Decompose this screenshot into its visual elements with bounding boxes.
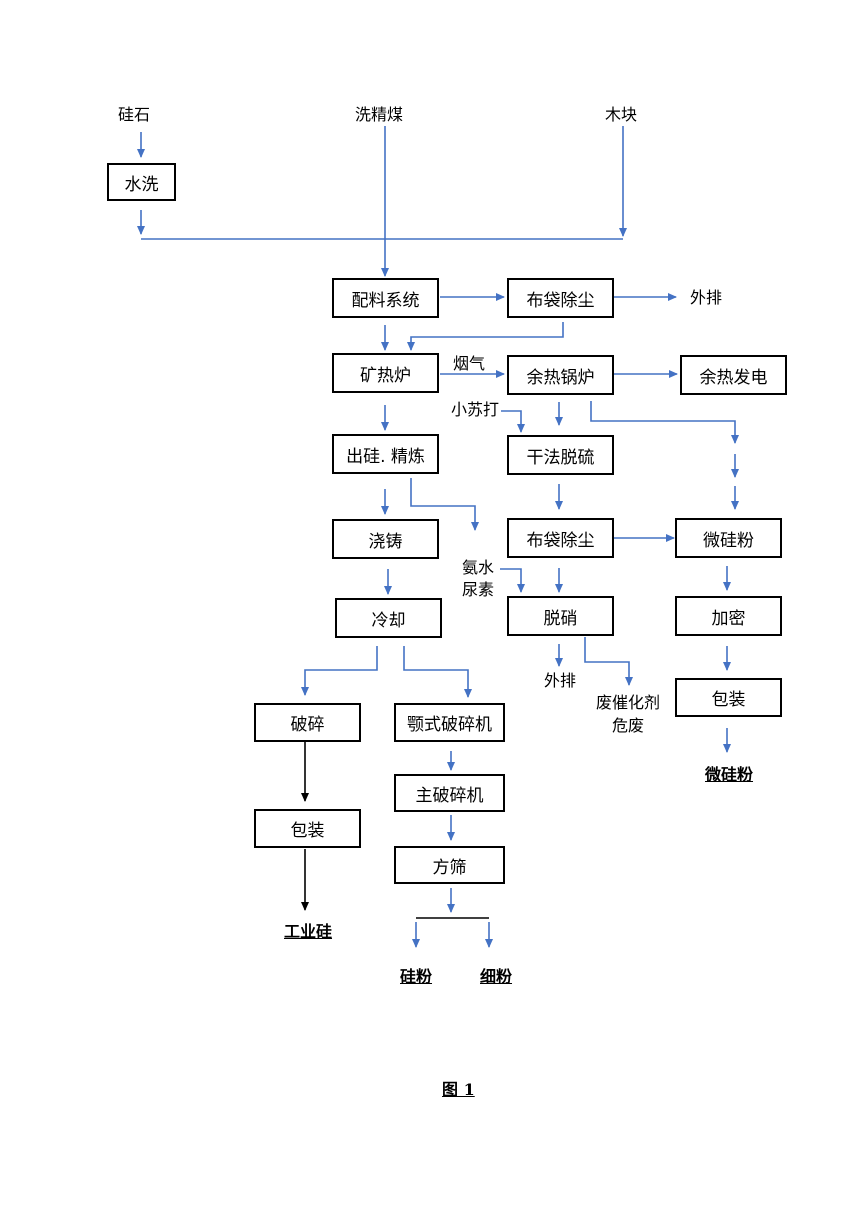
box-densify: 加密 — [675, 596, 782, 636]
output-industrial-silicon: 工业硅 — [284, 922, 333, 941]
box-desulf: 干法脱硫 — [507, 435, 614, 475]
box-boiler: 余热锅炉 — [507, 355, 614, 395]
input-wood: 木块 — [605, 105, 638, 124]
input-coal: 洗精煤 — [355, 105, 404, 124]
output-microsilica: 微硅粉 — [705, 765, 754, 784]
arrow-soda-desulf — [501, 410, 525, 433]
box-crushing: 破碎 — [254, 703, 361, 742]
label-exhaust-2: 外排 — [544, 671, 577, 690]
box-baghouse-1: 布袋除尘 — [507, 278, 614, 318]
box-wash: 水洗 — [107, 163, 176, 201]
box-cooling: 冷却 — [335, 598, 442, 638]
box-packing-microsilica: 包装 — [675, 678, 782, 717]
arrow-denitration-catalyst — [584, 637, 633, 686]
label-catalyst: 废催化剂 — [596, 693, 661, 712]
box-baghouse-2: 布袋除尘 — [507, 518, 614, 558]
box-furnace: 矿热炉 — [332, 353, 439, 393]
box-microsilica: 微硅粉 — [675, 518, 782, 558]
output-fine-powder: 细粉 — [480, 967, 513, 986]
box-packing-silicon: 包装 — [254, 809, 361, 848]
label-urea: 尿素 — [462, 580, 495, 599]
label-soda: 小苏打 — [451, 400, 500, 419]
output-silicon-powder: 硅粉 — [400, 967, 433, 986]
arrow-tapping-baghouse2 — [410, 478, 479, 531]
arrow-cooling-jaw — [403, 646, 472, 698]
box-tapping: 出硅. 精炼 — [332, 434, 439, 474]
box-main-crusher: 主破碎机 — [394, 774, 505, 812]
arrow-ammonia-denitration — [500, 568, 525, 593]
label-flue-gas: 烟气 — [453, 354, 486, 373]
box-casting: 浇铸 — [332, 519, 439, 559]
arrow-cooling-crushing — [301, 646, 378, 696]
input-silica: 硅石 — [118, 105, 151, 124]
box-power: 余热发电 — [680, 355, 787, 395]
box-denitration: 脱硝 — [507, 596, 614, 636]
box-sieve: 方筛 — [394, 846, 505, 884]
figure-caption: 图 1 — [442, 1080, 475, 1099]
box-batching: 配料系统 — [332, 278, 439, 318]
label-hazardous: 危废 — [612, 716, 645, 735]
arrow-dust-furnace — [407, 322, 564, 351]
box-jaw-crusher: 颚式破碎机 — [394, 703, 505, 742]
label-exhaust-1: 外排 — [690, 288, 723, 307]
arrow-boiler-microsilica-1 — [590, 401, 739, 444]
label-ammonia: 氨水 — [462, 558, 495, 577]
